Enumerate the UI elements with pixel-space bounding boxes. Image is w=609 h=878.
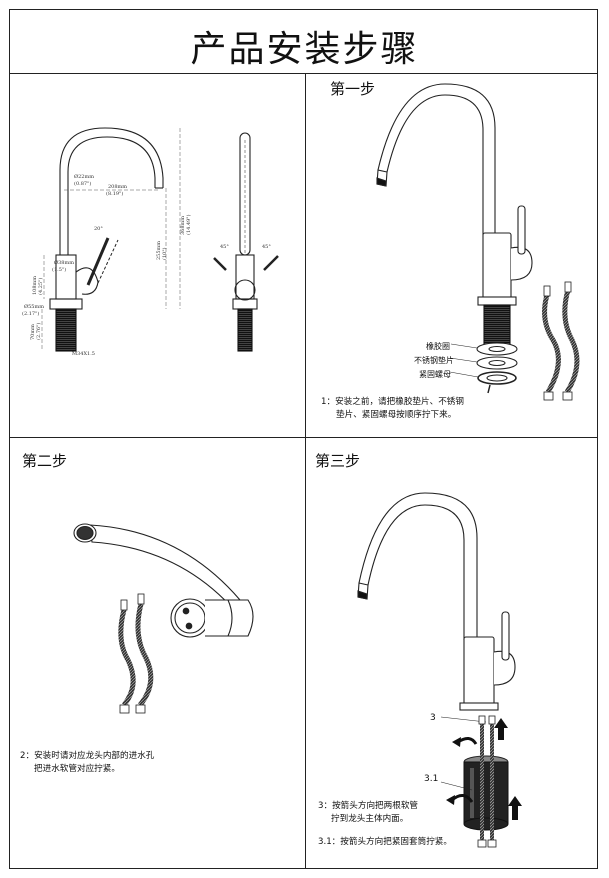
step-3-note-line2: 拧到龙头主体内面。: [331, 814, 409, 824]
step-1-note-line2: 垫片、紧固螺母按顺序拧下来。: [336, 410, 457, 420]
step-1-hoses: [542, 281, 580, 401]
column-divider: [305, 73, 306, 869]
step-2-hoses: [118, 593, 154, 714]
step-3-note-num: 3：: [318, 801, 333, 811]
step-3-note: 3：按箭头方向把两根软管 拧到龙头主体内面。: [318, 800, 418, 826]
callout-3-1: 3.1: [424, 774, 439, 784]
dim-angle-b: 45°: [220, 244, 229, 250]
dim-reach-in: (8.19"): [106, 190, 123, 197]
up-arrow-icon: [494, 718, 508, 740]
step-3-faucet: [357, 492, 516, 723]
step-3-hoses: [477, 715, 497, 848]
step-2-note-line1: 安装时请对应龙头内部的进水孔: [34, 751, 155, 761]
step-1-label: 第一步: [330, 80, 376, 98]
title-divider: [9, 73, 598, 74]
dim-thread: M34X1.5: [72, 351, 95, 357]
page-title: 产品安装步骤: [190, 29, 419, 70]
step-1-note: 1：安装之前，请把橡胶垫片、不锈钢 垫片、紧固螺母按顺序拧下来。: [321, 396, 464, 422]
step-1-washers: [449, 342, 518, 394]
dim-reach: 208mm: [108, 184, 127, 190]
step-1-note-line1: 安装之前，请把橡胶垫片、不锈钢: [335, 397, 464, 407]
front-view-drawing: [213, 132, 279, 352]
dim-angle-a: 20°: [94, 226, 103, 232]
step-2-note: 2：安装时请对应龙头内部的进水孔 把进水软管对应拧紧。: [20, 750, 154, 776]
dim-base-d: Ø55mm: [24, 303, 44, 310]
step-3-arrows: [446, 718, 522, 820]
dim-spout-h: 255mm: [156, 241, 162, 260]
step-1-faucet: [376, 83, 533, 346]
dim-base-d-in: (2.17"): [22, 310, 39, 317]
dim-body-d: Ø38mm: [54, 259, 74, 266]
dim-height: 368mm: [180, 216, 186, 235]
dim-spout-d-in: (0.87"): [74, 180, 91, 187]
dim-body-d-in: (1.5"): [52, 266, 66, 273]
callout-steel-washer: 不锈钢垫片: [414, 356, 454, 365]
dim-height-in: (14.49"): [185, 214, 192, 235]
dim-spout-d: Ø22mm: [74, 173, 94, 180]
side-view-dimension-lines: [41, 128, 181, 351]
step-2-faucet: [73, 523, 254, 638]
dim-spout-h-in: (10"): [161, 247, 168, 260]
step-2-note-line2: 把进水软管对应拧紧。: [34, 764, 120, 774]
callout-nut: 紧固螺母: [419, 370, 451, 379]
step-3-sleeve: [440, 755, 509, 831]
side-view-drawing: [49, 127, 164, 352]
dim-shank-in: (2.76"): [35, 323, 42, 340]
step-3-note-line1: 按箭头方向把两根软管: [332, 801, 419, 811]
dimension-labels: Ø22mm (0.87") 208mm (8.19") Ø38mm (1.5")…: [22, 173, 271, 357]
up-arrow-icon: [508, 796, 522, 820]
step-3-label: 第三步: [315, 452, 361, 470]
step-1-note-num: 1：: [321, 397, 336, 407]
step-2-note-num: 2：: [20, 751, 35, 761]
page-frame: [9, 9, 598, 869]
dim-angle-c: 45°: [262, 244, 271, 250]
row-divider: [9, 437, 598, 438]
callout-rubber-ring: 橡胶圈: [426, 342, 450, 351]
dim-lever: 108mm: [32, 276, 38, 295]
step-2-label: 第二步: [22, 452, 68, 470]
dim-lever-in: (4.25"): [37, 278, 44, 295]
dim-shank: 70mm: [30, 324, 36, 340]
step-3-note-2: 3.1：按箭头方向把紧固套筒拧紧。: [318, 837, 452, 847]
callout-3: 3: [430, 713, 436, 723]
